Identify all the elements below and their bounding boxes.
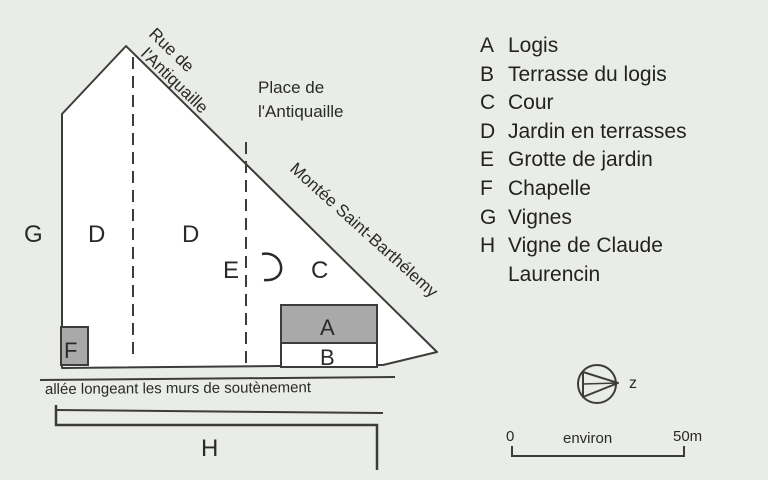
scale-bar: 0 environ 50m — [506, 428, 702, 457]
vigne-top-line — [55, 409, 384, 414]
legend-key: B — [480, 62, 495, 86]
legend-label: Vigne de Claude Laurencin — [508, 234, 663, 286]
scale-middle: environ — [563, 430, 612, 447]
zone-label-c: C — [311, 257, 328, 284]
terrasse-block — [280, 342, 378, 368]
north-symbol: z — [577, 364, 637, 404]
legend-key: F — [480, 176, 493, 200]
place-label-line1: Place de — [258, 78, 324, 97]
north-arrow-icon — [582, 371, 619, 398]
legend-item-f: F Chapelle — [480, 175, 758, 204]
vigne-outline — [54, 405, 379, 470]
legend-label: Logis — [508, 34, 559, 57]
legend-label: Cour — [508, 91, 554, 115]
legend-key: H — [480, 234, 496, 258]
legend-key: A — [480, 34, 495, 57]
legend-label: Grotte de jardin — [508, 148, 653, 172]
zone-label-e: E — [223, 257, 239, 284]
legend-label: Chapelle — [508, 176, 591, 200]
scale-bar-line — [511, 446, 685, 457]
chapel-block — [60, 326, 89, 366]
logis-block — [280, 304, 378, 344]
legend-item-e: E Grotte de jardin — [480, 146, 758, 175]
legend-item-b: B Terrasse du logis — [480, 61, 758, 90]
legend-key: C — [480, 91, 496, 115]
legend-key: D — [480, 119, 496, 143]
legend-item-c: C Cour — [480, 89, 758, 118]
scale-end: 50m — [673, 428, 702, 445]
legend-label: Jardin en terrasses — [508, 119, 687, 143]
legend-key: E — [480, 148, 495, 172]
north-axis — [582, 382, 619, 385]
place-label-line2: l'Antiquaille — [258, 102, 343, 121]
scale-start: 0 — [506, 428, 514, 445]
legend: A Logis B Terrasse du logis C Cour D Jar… — [480, 32, 758, 289]
zone-label-d-east: D — [182, 221, 199, 248]
zone-label-a: A — [320, 315, 335, 340]
grotte-symbol — [261, 252, 283, 282]
north-letter: z — [629, 375, 637, 392]
legend-key: G — [480, 205, 497, 229]
legend-label: Terrasse du logis — [508, 62, 667, 86]
zone-label-g: G — [24, 221, 43, 248]
legend-item-a: A Logis — [480, 32, 758, 61]
zone-label-d-west: D — [88, 221, 105, 248]
legend-label: Vignes — [508, 205, 572, 229]
allee-label: allée longeant les murs de soutènement — [45, 379, 312, 398]
plot-outline — [61, 45, 438, 369]
legend-item-h: H Vigne de Claude Laurencin — [480, 232, 758, 289]
zone-label-b: B — [320, 345, 335, 370]
zone-label-f: F — [64, 338, 77, 363]
legend-item-d: D Jardin en terrasses — [480, 118, 758, 147]
zone-label-h: H — [201, 435, 218, 462]
allee-line — [39, 376, 396, 381]
legend-item-g: G Vignes — [480, 204, 758, 233]
